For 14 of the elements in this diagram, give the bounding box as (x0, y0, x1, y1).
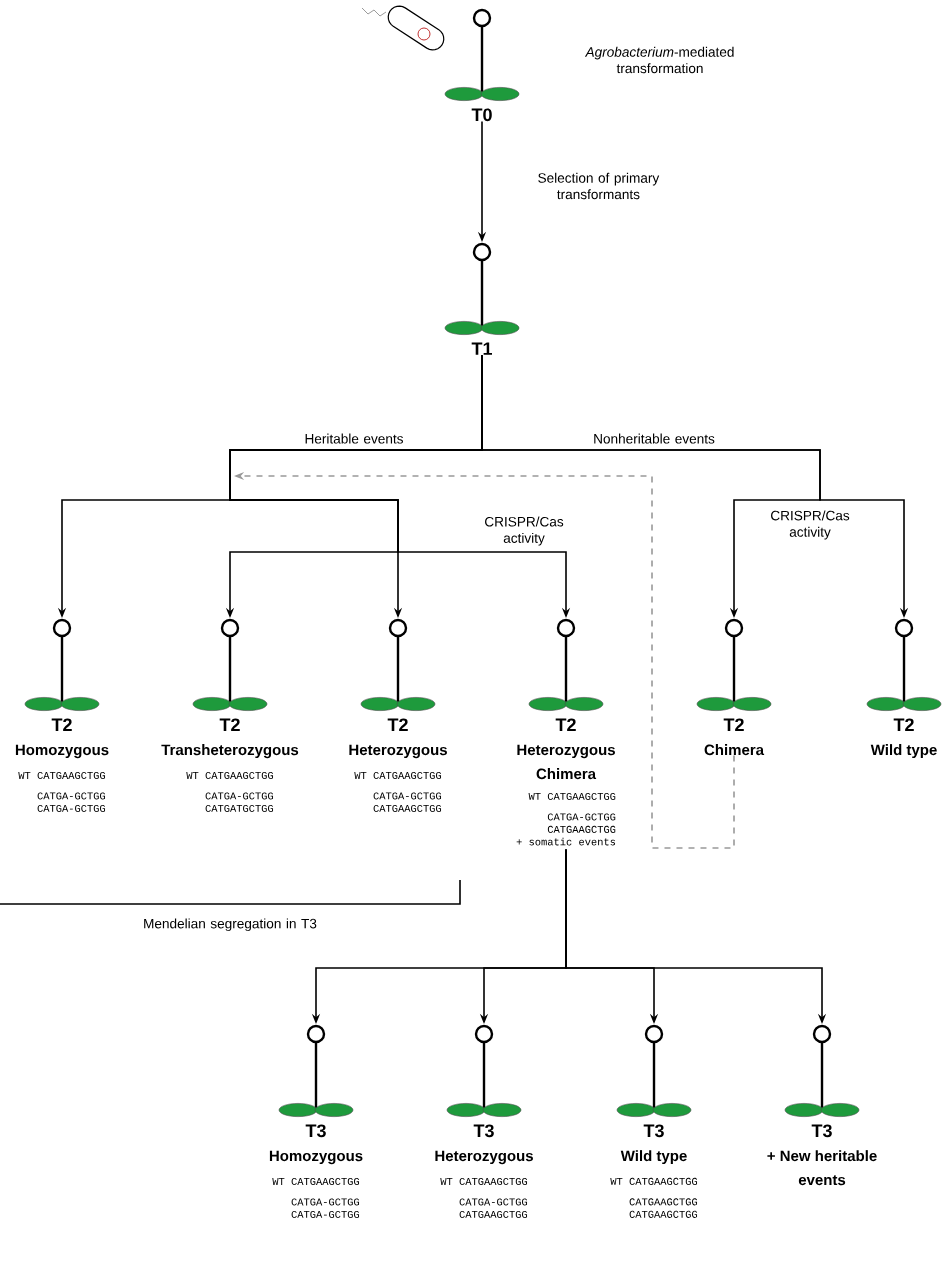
node-label: T2 (387, 718, 408, 731)
node-label: T2 (219, 718, 240, 731)
node-label: T2 (893, 718, 914, 731)
seedling: T1 (444, 242, 520, 355)
node-label: T0 (471, 108, 492, 122)
node-label: T2 (723, 718, 744, 731)
node-label: T2 (555, 718, 576, 731)
node-label: T2 (51, 718, 72, 731)
node-label: T3 (811, 1124, 832, 1138)
node-label: T3 (643, 1124, 664, 1138)
node-label: T1 (471, 342, 492, 355)
node-label: T3 (305, 1124, 326, 1138)
seedling: T0 (444, 8, 520, 122)
node-label: T3 (473, 1124, 494, 1138)
